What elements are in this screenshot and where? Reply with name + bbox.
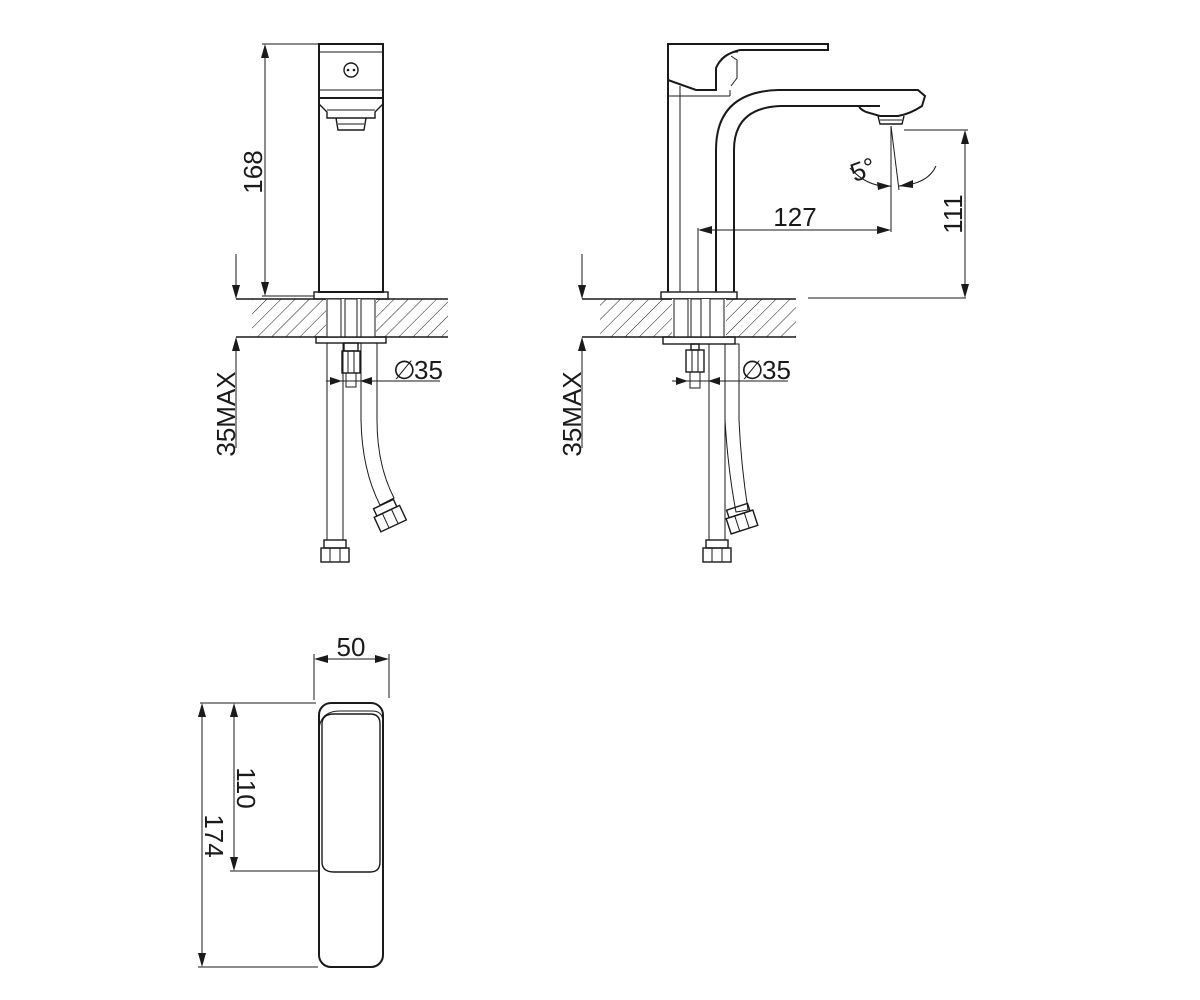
top-body-outline (318, 702, 384, 968)
side-view: 35MAX ∅ 35 127 111 5° (557, 43, 969, 563)
front-aerator (335, 117, 367, 131)
dim-spout-angle-label: 5° (846, 151, 880, 188)
dim-front-deck-max-label: 35MAX (211, 371, 241, 456)
side-handle (667, 43, 829, 91)
dim-side-deck-max-label: 35MAX (557, 371, 587, 456)
dim-top-handle-length-label: 110 (231, 767, 261, 808)
front-indicator-icon (343, 62, 359, 78)
dim-spout-clearance-label: 111 (938, 194, 968, 234)
dim-spout-reach-label: 127 (773, 202, 816, 232)
front-view: 168 35MAX ∅ 35 (211, 43, 448, 563)
diameter-icon-side: ∅ (741, 355, 764, 385)
top-view: 50 110 174 (198, 632, 390, 968)
dim-front-height-label: 168 (238, 150, 268, 193)
dim-side-hole-label: 35 (762, 355, 791, 385)
dim-top-width-label: 50 (337, 632, 366, 662)
top-handle-outline (321, 713, 381, 873)
dim-top-total-length-label: 174 (199, 814, 229, 857)
side-aerator (877, 115, 905, 125)
dim-front-hole-label: 35 (414, 355, 443, 385)
side-spout (715, 89, 927, 292)
diameter-icon: ∅ (393, 355, 416, 385)
